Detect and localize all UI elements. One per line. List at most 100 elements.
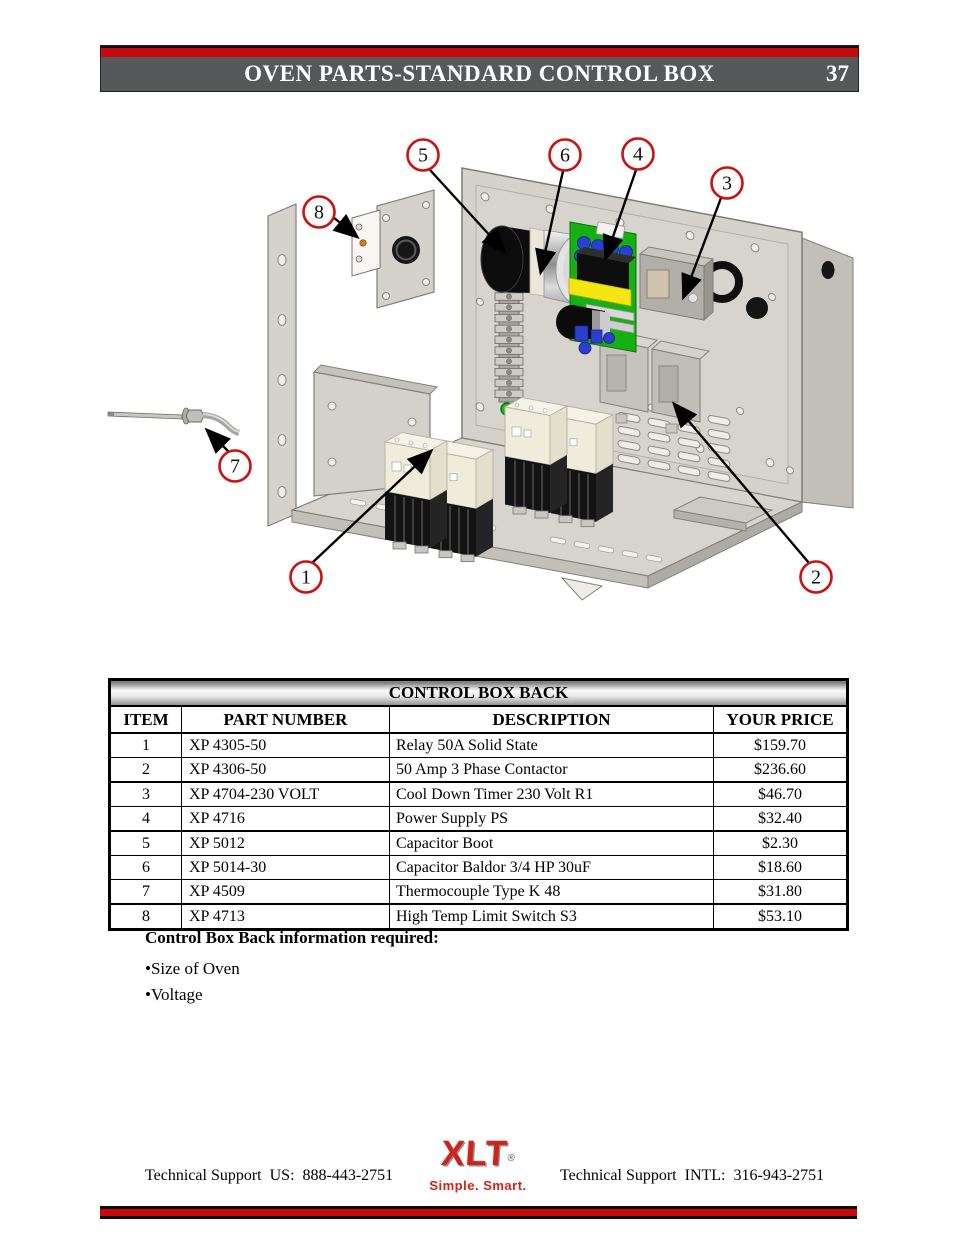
table-row: 6 XP 5014-30 Capacitor Baldor 3/4 HP 30u… — [109, 855, 849, 880]
cool-down-timer — [638, 246, 715, 322]
svg-text:2: 2 — [811, 567, 821, 589]
callout-5: 5 — [406, 138, 440, 172]
cell-price: $236.60 — [712, 757, 849, 783]
header-title-bar: OVEN PARTS-STANDARD CONTROL BOX 37 — [101, 57, 858, 91]
table-row: 1 XP 4305-50 Relay 50A Solid State $159.… — [109, 732, 849, 758]
page-title: OVEN PARTS-STANDARD CONTROL BOX — [244, 61, 715, 86]
svg-text:8: 8 — [314, 202, 324, 224]
callout-arrows — [204, 169, 810, 564]
bullet-glyph: • — [145, 985, 151, 1004]
col-header-item: ITEM — [109, 705, 182, 734]
table-title: CONTROL BOX BACK — [109, 679, 848, 707]
right-flange — [801, 237, 854, 509]
callout-3: 3 — [710, 166, 744, 200]
left-flange — [267, 203, 297, 527]
callout-arrow-8 — [332, 213, 360, 240]
callout-4: 4 — [621, 137, 655, 171]
cell-part-number: XP 4716 — [181, 806, 390, 832]
cell-item: 2 — [109, 757, 182, 783]
col-header-your-price: YOUR PRICE — [712, 705, 849, 734]
svg-text:1: 1 — [301, 567, 311, 589]
callout-arrow-1 — [311, 448, 434, 564]
support-intl-label: Technical Support INTL: 316-943-2751 — [560, 1167, 825, 1184]
bullet-size-of-oven: •Size of Oven — [145, 959, 240, 978]
cell-price: $46.70 — [712, 781, 849, 807]
info-heading: Control Box Back information required: — [145, 928, 439, 947]
callout-7: 7 — [218, 449, 252, 483]
cell-item: 4 — [109, 806, 182, 832]
callout-arrow-2 — [671, 401, 810, 564]
callout-8: 8 — [302, 195, 336, 229]
cell-item: 3 — [109, 781, 182, 807]
info-section: Control Box Back information required: •… — [145, 928, 439, 1008]
table-row: 7 XP 4509 Thermocouple Type K 48 $31.80 — [109, 879, 849, 905]
cell-part-number: XP 4509 — [181, 879, 390, 905]
bottom-rule — [100, 1206, 857, 1219]
cell-item: 6 — [109, 855, 182, 880]
table-row: 2 XP 4306-50 50 Amp 3 Phase Contactor $2… — [109, 757, 849, 783]
table-row: 3 XP 4704-230 VOLT Cool Down Timer 230 V… — [109, 781, 849, 807]
callout-arrow-3 — [681, 197, 723, 301]
callout-arrow-6 — [535, 170, 565, 276]
mounting-plate — [376, 189, 435, 309]
high-temp-switch — [351, 209, 381, 277]
xlt-logo-tagline: Simple. Smart. — [429, 1178, 527, 1193]
callout-arrow-5 — [429, 169, 508, 255]
contactor-right — [503, 396, 615, 528]
callout-arrow-7 — [204, 427, 231, 454]
contactor-left — [383, 431, 495, 563]
cell-item: 5 — [109, 830, 182, 856]
xlt-logo: XLT® Simple. Smart. — [420, 1134, 536, 1193]
svg-text:4: 4 — [633, 144, 643, 166]
cell-price: $32.40 — [712, 806, 849, 832]
cell-description: Thermocouple Type K 48 — [389, 879, 714, 905]
cell-part-number: XP 5012 — [181, 830, 390, 856]
page-number: 37 — [826, 61, 849, 86]
callout-6: 6 — [548, 138, 582, 172]
table-row: 5 XP 5012 Capacitor Boot $2.30 — [109, 830, 849, 856]
cell-item: 7 — [109, 879, 182, 905]
svg-text:6: 6 — [560, 145, 570, 167]
cell-price: $18.60 — [712, 855, 849, 880]
svg-text:3: 3 — [722, 173, 732, 195]
grommet-small — [746, 297, 768, 319]
cell-item: 1 — [109, 732, 182, 758]
parts-table-body: 1 XP 4305-50 Relay 50A Solid State $159.… — [109, 732, 849, 930]
header-red-stripe — [101, 46, 858, 57]
callout-arrow-4 — [602, 169, 638, 262]
cell-description: Relay 50A Solid State — [389, 732, 714, 758]
svg-text:7: 7 — [230, 456, 240, 478]
cell-description: High Temp Limit Switch S3 — [389, 903, 714, 930]
bullet-voltage: •Voltage — [145, 985, 203, 1004]
cell-part-number: XP 5014-30 — [181, 855, 390, 880]
cell-price: $159.70 — [712, 732, 849, 758]
xlt-logo-word: XLT® — [439, 1134, 516, 1173]
col-header-part-number: PART NUMBER — [181, 705, 390, 734]
table-row: 8 XP 4713 High Temp Limit Switch S3 $53.… — [109, 903, 849, 930]
bullet-glyph: • — [145, 959, 151, 978]
table-row: 4 XP 4716 Power Supply PS $32.40 — [109, 806, 849, 832]
cell-part-number: XP 4704-230 VOLT — [181, 781, 390, 807]
cell-price: $53.10 — [712, 903, 849, 930]
cell-price: $2.30 — [712, 830, 849, 856]
cell-part-number: XP 4306-50 — [181, 757, 390, 783]
cell-item: 8 — [109, 903, 182, 930]
cell-part-number: XP 4305-50 — [181, 732, 390, 758]
support-us-label: Technical Support US: 888-443-2751 — [145, 1167, 394, 1184]
col-header-description: DESCRIPTION — [389, 705, 714, 734]
page-header: OVEN PARTS-STANDARD CONTROL BOX 37 — [100, 45, 859, 92]
parts-table: CONTROL BOX BACK ITEM PART NUMBER DESCRI… — [108, 678, 850, 931]
registered-mark: ® — [507, 1153, 516, 1164]
cell-price: $31.80 — [712, 879, 849, 905]
cell-description: Power Supply PS — [389, 806, 714, 832]
cell-part-number: XP 4713 — [181, 903, 390, 930]
cell-description: Capacitor Baldor 3/4 HP 30uF — [389, 855, 714, 880]
thermocouple — [107, 407, 240, 436]
exploded-view-diagram: 5 6 4 3 8 7 1 2 — [100, 110, 857, 622]
capacitor-boot — [480, 225, 532, 293]
callout-2: 2 — [799, 560, 833, 594]
cell-description: Capacitor Boot — [389, 830, 714, 856]
terminal-block — [494, 279, 529, 418]
cell-description: Cool Down Timer 230 Volt R1 — [389, 781, 714, 807]
